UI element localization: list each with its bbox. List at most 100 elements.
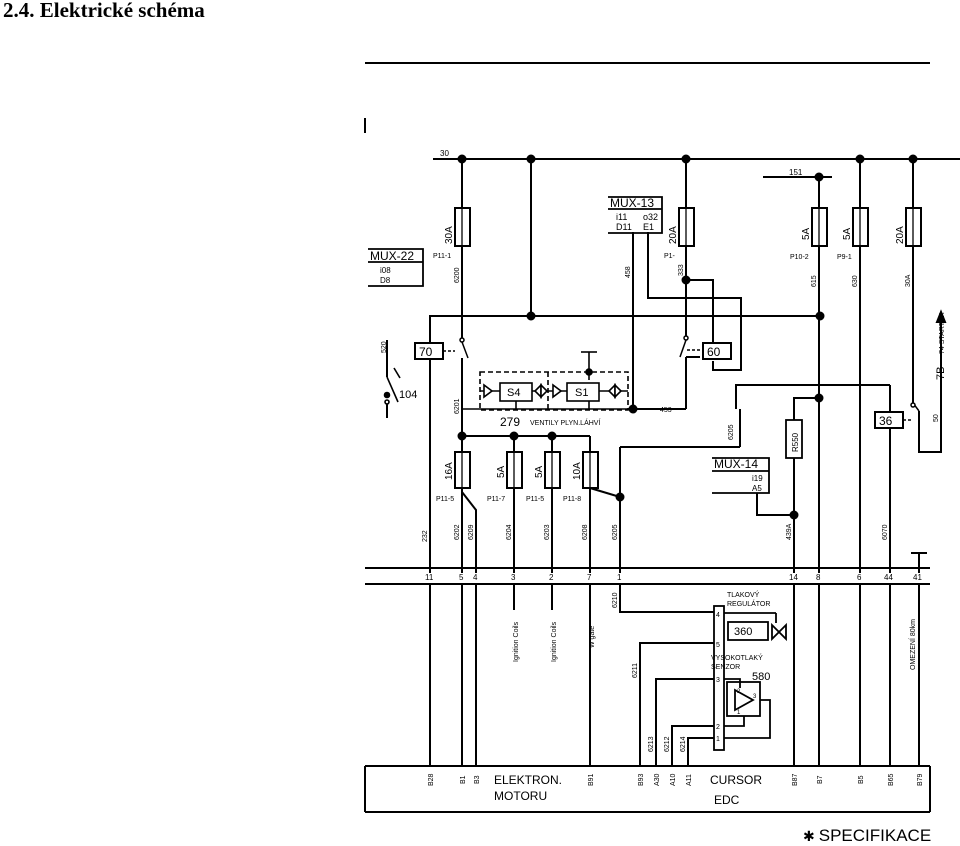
- wire-520: 520: [381, 341, 388, 353]
- wire-6202: 6202: [454, 524, 461, 540]
- wire-6200: 6200: [454, 267, 461, 283]
- fuse-5a1-rating: 5A: [801, 227, 812, 240]
- regulator-pin: 2: [716, 724, 720, 731]
- connector-pin: 14: [789, 573, 798, 582]
- wire-333: 333: [678, 264, 685, 276]
- fuse-5a4-pos: P11-5: [526, 496, 544, 503]
- valve-group-279: [462, 351, 633, 411]
- ecu-pin: B1: [460, 775, 467, 784]
- ecu-pin: B65: [888, 773, 895, 786]
- wire-6209: 6209: [468, 524, 475, 540]
- sensor-label-1: VYSOKOTLAKÝ: [711, 653, 763, 662]
- wire-6214: 6214: [680, 736, 687, 752]
- ecu-pin: B87: [792, 773, 799, 786]
- connector-pin: 41: [913, 573, 922, 582]
- regulator-label-2: REGULÁTOR: [727, 599, 770, 608]
- mux-13-l3: D11: [616, 222, 632, 232]
- component-360: 360: [734, 626, 752, 638]
- asterisk-icon: ✱: [803, 828, 815, 844]
- mux-13-title: MUX-13: [610, 196, 654, 210]
- pressure-block: [713, 605, 787, 751]
- wire-6070: 6070: [882, 524, 889, 540]
- specifikace-label: SPECIFIKACE: [818, 826, 932, 845]
- ecu-pin: A10: [670, 773, 677, 786]
- fuse-20a1-pos: P1-: [664, 253, 676, 260]
- connector-pin: 44: [884, 573, 893, 582]
- wire-615: 615: [811, 275, 818, 287]
- ventily-label: VENTILY PLYN.LÁHVÍ: [530, 418, 600, 427]
- fuse-5a2-pos: P9-1: [837, 254, 852, 261]
- relay-60-coil: [702, 342, 732, 360]
- ignition-coils-label-1: Ignition Coils: [513, 621, 520, 662]
- ignition-coils-label-2: Ignition Coils: [551, 621, 558, 662]
- wire-6212: 6212: [664, 736, 671, 752]
- resistor-r550: [785, 419, 803, 459]
- sensor-pin-3: 3: [753, 694, 757, 700]
- ecu-pin: B93: [638, 773, 645, 786]
- ecu-pin: A11: [686, 774, 693, 786]
- fuse-30a-pos: P11-1: [433, 253, 451, 260]
- fuse-16a-pos: P11-5: [436, 496, 454, 503]
- diagram-frame: [364, 62, 931, 813]
- fuse-5a1-pos: P10-2: [790, 254, 809, 261]
- ecu-pin: B91: [588, 773, 595, 786]
- mux-13-l1: i11: [616, 212, 627, 222]
- ecu-pin: B7: [817, 775, 824, 784]
- connector-pin: 6: [857, 573, 862, 582]
- ecu-cursor-label: CURSOR: [710, 773, 762, 787]
- line-151-label: 151: [789, 168, 803, 177]
- regulator-pin: 3: [716, 677, 720, 684]
- ecu-pin: A30: [654, 773, 661, 786]
- line-30-label: 30: [440, 149, 449, 158]
- specification-footer: ✱SPECIFIKACE: [803, 826, 931, 846]
- regulator-pin: 4: [716, 612, 720, 619]
- sensor-label-2: SENZOR: [711, 664, 740, 671]
- wire-6203: 6203: [544, 524, 551, 540]
- mux-14-l1: i19: [752, 474, 763, 483]
- fuse-5a2-rating: 5A: [842, 227, 853, 240]
- fuse-20a2-rating: 20A: [895, 226, 906, 244]
- ecu-pin: B5: [858, 775, 865, 784]
- component-279: 279: [500, 415, 520, 429]
- wire-630: 630: [852, 275, 859, 287]
- wire-6210: 6210: [612, 592, 619, 608]
- fuse-5a4-rating: 5A: [534, 465, 545, 478]
- connector-pin: 3: [511, 573, 516, 582]
- connector-pin: 11: [425, 573, 434, 582]
- mux-22-line1: i08: [380, 266, 391, 275]
- fuse-30a-rating: 30A: [444, 226, 455, 244]
- wire-6211: 6211: [632, 663, 639, 678]
- mux-boxes: [368, 196, 770, 494]
- connector-pin: 4: [473, 573, 478, 582]
- ecu-pin: B28: [428, 773, 435, 786]
- fuse-10a-pos: P11-8: [563, 496, 581, 503]
- speed-limit-label: OMEZENÍ 80km: [908, 619, 917, 670]
- mux-22-line2: D8: [380, 276, 391, 285]
- mux-13-l4: E1: [643, 222, 654, 232]
- valve-s4: S4: [507, 387, 520, 399]
- connector-bar: [365, 567, 930, 585]
- fuse-5a3-pos: P11-7: [487, 496, 505, 503]
- relay-70-label: 70: [419, 345, 433, 359]
- regulator-pin: 1: [716, 736, 720, 743]
- valve-s1: S1: [575, 387, 588, 399]
- wire-458: 458: [625, 266, 632, 278]
- fuse-10a-rating: 10A: [572, 462, 583, 480]
- wire-30a: 30A: [905, 274, 912, 287]
- relay-60-label: 60: [707, 345, 721, 359]
- lower-wires: [429, 584, 920, 766]
- connector-pin: 7: [587, 573, 592, 582]
- connector-pin: 1: [617, 573, 622, 582]
- relay-switches: [443, 335, 920, 421]
- wire-453: 453: [660, 407, 672, 414]
- fuse-20a1-rating: 20A: [668, 226, 679, 244]
- starter-number: 7B: [935, 367, 947, 380]
- wire-232: 232: [422, 530, 429, 542]
- connector-pin: 5: [459, 573, 464, 582]
- wire-6208: 6208: [582, 524, 589, 540]
- relay-36-label: 36: [879, 414, 893, 428]
- wastegate-label: W gate: [589, 626, 596, 648]
- ecu-motoru-label: MOTORU: [494, 789, 547, 803]
- sensor-pin-1: 1: [737, 710, 741, 716]
